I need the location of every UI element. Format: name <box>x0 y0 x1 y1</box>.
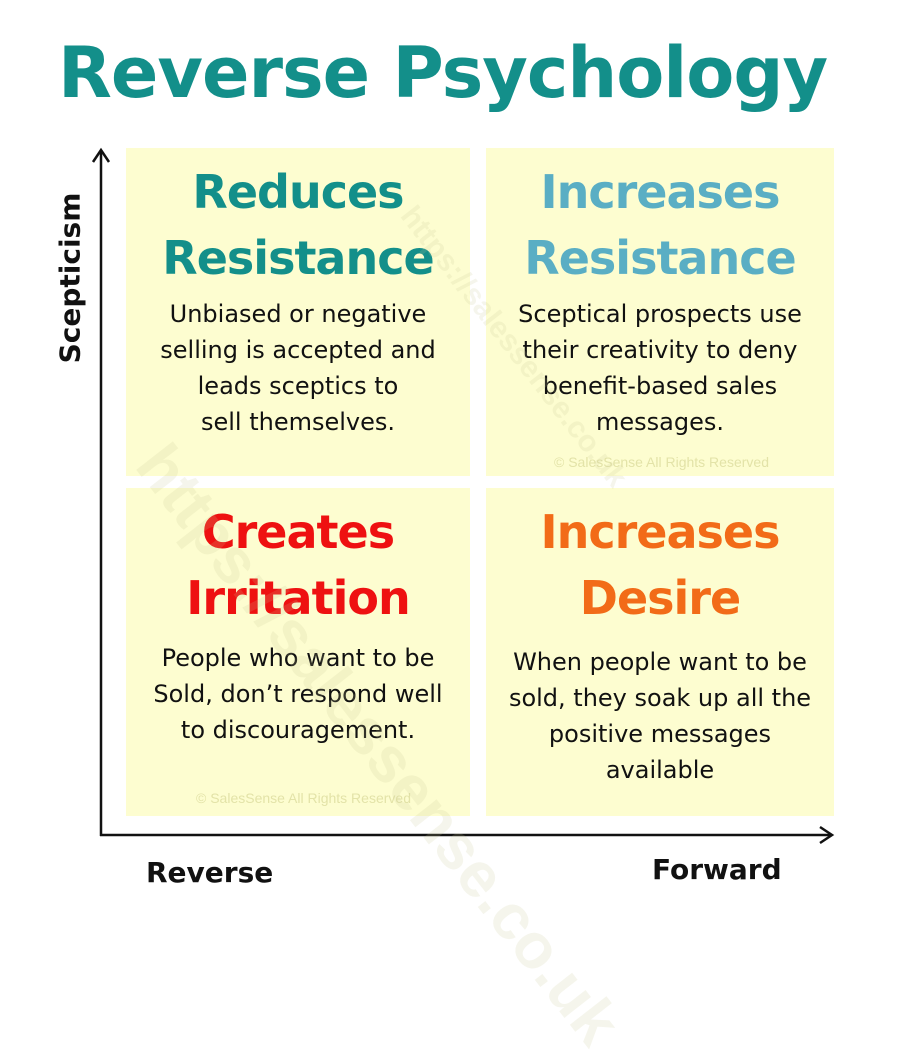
body-line: available <box>605 756 715 784</box>
body-line: Unbiased or negative <box>169 300 427 328</box>
heading-line-2: Resistance <box>162 231 434 285</box>
quadrant-body: People who want to be Sold, don’t respon… <box>138 640 458 748</box>
page-title: Reverse Psychology <box>58 32 828 114</box>
quadrant-body: Unbiased or negative selling is accepted… <box>138 296 458 440</box>
copyright-notice: © SalesSense All Rights Reserved <box>196 790 411 806</box>
quadrant-body: Sceptical prospects use their creativity… <box>498 296 822 440</box>
body-line: to discouragement. <box>180 716 416 744</box>
quadrant-increases-resistance: Increases Resistance Sceptical prospects… <box>486 148 834 476</box>
y-axis-label: Scepticism <box>53 192 87 364</box>
heading-line-2: Resistance <box>524 231 796 285</box>
quadrant-heading: Increases Desire <box>486 496 834 634</box>
heading-line-2: Irritation <box>186 571 410 625</box>
axes <box>91 147 835 845</box>
quadrant-heading: Increases Resistance <box>486 156 834 294</box>
quadrant-creates-irritation: Creates Irritation People who want to be… <box>126 488 470 816</box>
body-line: When people want to be <box>513 648 807 676</box>
body-line: sell themselves. <box>200 408 396 436</box>
body-line: People who want to be <box>161 644 435 672</box>
body-line: their creativity to deny <box>522 336 798 364</box>
x-axis-label-forward: Forward <box>652 853 782 886</box>
body-line: Sold, don’t respond well <box>153 680 443 708</box>
body-line: leads sceptics to <box>197 372 399 400</box>
copyright-notice: © SalesSense All Rights Reserved <box>554 454 769 470</box>
body-line: messages. <box>596 408 724 436</box>
heading-line-1: Increases <box>540 505 780 559</box>
x-axis-arrowhead <box>819 825 835 845</box>
body-line: positive messages <box>548 720 772 748</box>
body-line: benefit-based sales <box>542 372 778 400</box>
body-line: Sceptical prospects use <box>518 300 802 328</box>
heading-line-1: Increases <box>540 165 780 219</box>
heading-line-1: Creates <box>201 505 395 559</box>
quadrant-increases-desire: Increases Desire When people want to be … <box>486 488 834 816</box>
heading-line-2: Desire <box>579 571 741 625</box>
body-line: sold, they soak up all the <box>508 684 812 712</box>
body-line: selling is accepted and <box>160 336 436 364</box>
y-axis-arrowhead <box>91 147 111 163</box>
quadrant-reduces-resistance: Reduces Resistance Unbiased or negative … <box>126 148 470 476</box>
heading-line-1: Reduces <box>192 165 404 219</box>
x-axis-label-reverse: Reverse <box>146 856 274 889</box>
quadrant-body: When people want to be sold, they soak u… <box>498 644 822 788</box>
quadrant-heading: Creates Irritation <box>126 496 470 634</box>
quadrant-heading: Reduces Resistance <box>126 156 470 294</box>
